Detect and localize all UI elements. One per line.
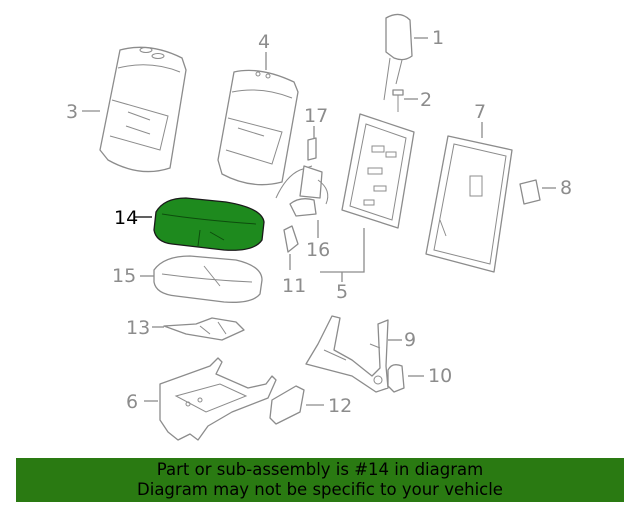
part-15-cushion-cover [153,255,263,303]
part-10-cover [387,364,405,393]
callout-7: 7 [474,101,486,123]
part-17-clip [307,137,317,161]
banner-line-2: Diagram may not be specific to your vehi… [137,480,503,499]
callout-5: 5 [336,281,348,303]
callout-13: 13 [126,317,150,339]
part-6-cushion-frame [159,357,277,441]
part-16-latch-cable [275,165,329,217]
part-3-seatback-cover [99,46,187,173]
callout-4: 4 [258,31,270,53]
callout-14: 14 [114,207,138,229]
part-7-back-panel [425,135,513,273]
callout-3: 3 [66,101,78,123]
part-1-headrest [383,13,413,101]
part-11-bracket [283,225,299,253]
callout-11: 11 [282,275,306,297]
callout-1: 1 [432,27,444,49]
part-14-cushion-pad [153,197,265,251]
part-9-recliner [305,315,389,393]
callout-15: 15 [112,265,136,287]
part-2-headrest-guide [392,89,404,112]
callout-16: 16 [306,239,330,261]
part-5-seatback-frame [341,113,415,229]
banner-line-1: Part or sub-assembly is #14 in diagram [156,460,484,479]
part-13-bracket [163,317,245,341]
info-banner: Part or sub-assembly is #14 in diagram D… [16,458,624,502]
callout-6: 6 [126,391,138,413]
callout-17: 17 [304,105,328,127]
callout-2: 2 [420,89,432,111]
parts-diagram: 3 4 1 2 17 16 11 [66,13,572,441]
callout-10: 10 [428,365,452,387]
part-4-seatback-pad [217,69,299,186]
part-8-clip [519,179,541,205]
callout-12: 12 [328,395,352,417]
callout-8: 8 [560,177,572,199]
callout-9: 9 [404,329,416,351]
part-12-bracket [269,385,305,425]
